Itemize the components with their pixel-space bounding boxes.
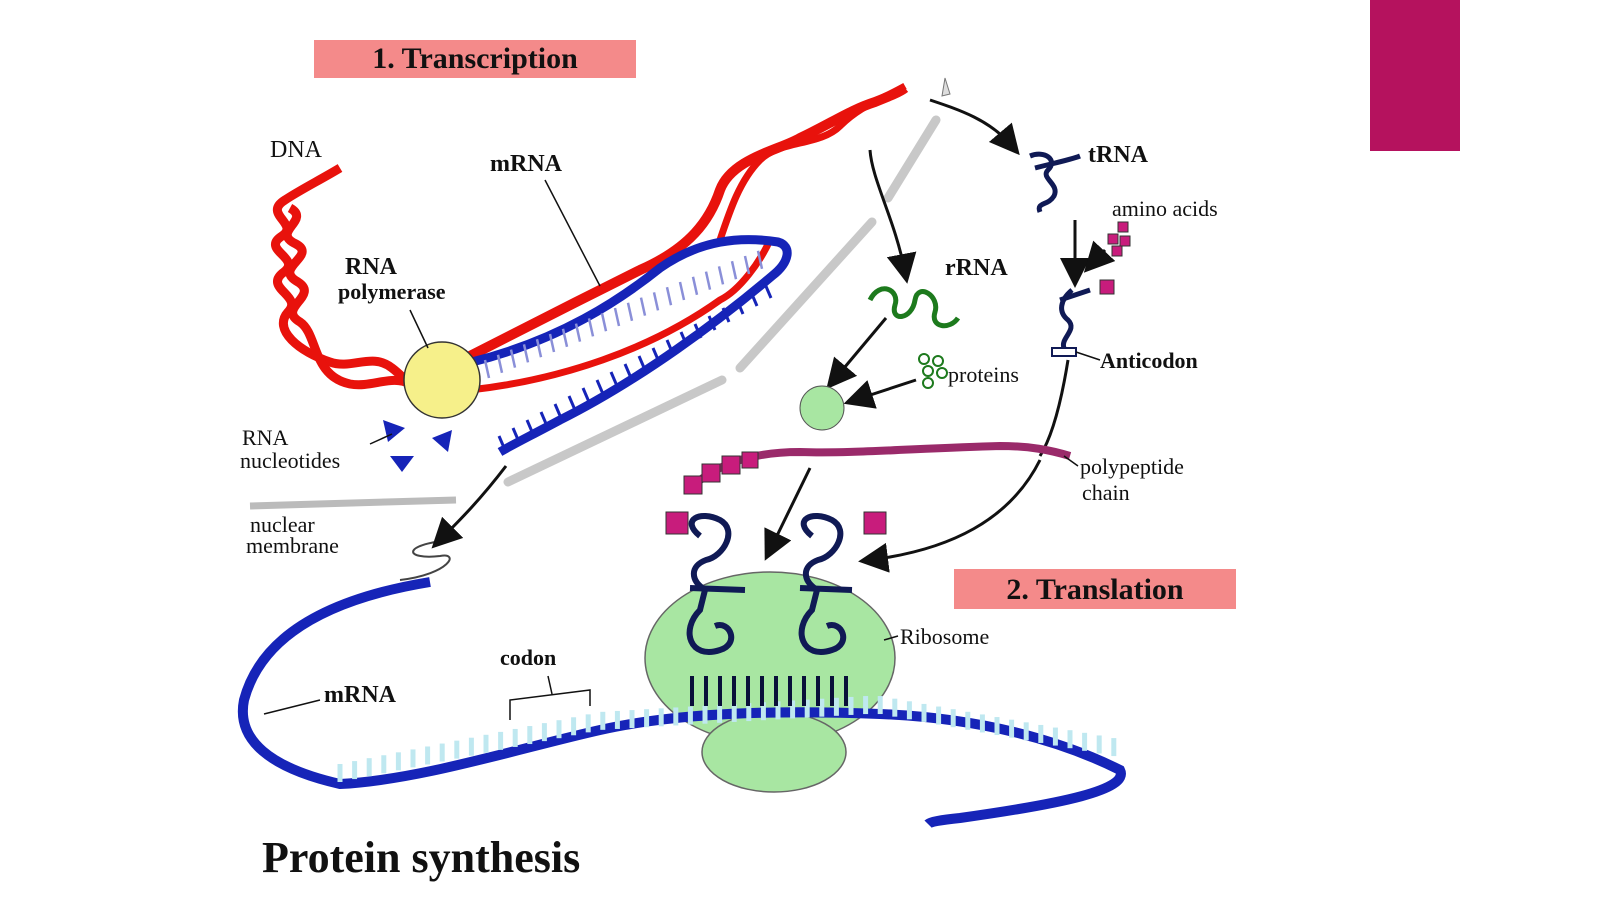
proteins-label: proteins bbox=[948, 362, 1019, 387]
base-tick bbox=[567, 395, 577, 411]
base-tick bbox=[509, 349, 517, 368]
mrna-bottom-pointer bbox=[263, 699, 321, 715]
base-tick bbox=[522, 344, 530, 363]
polypeptide-chain bbox=[683, 441, 1072, 495]
rna-nucleotides-label-1: RNA bbox=[242, 425, 289, 450]
codon-pointer bbox=[547, 675, 553, 695]
proteins-cluster bbox=[918, 353, 948, 389]
base-tick bbox=[735, 299, 745, 315]
base-tick bbox=[496, 354, 504, 374]
polypeptide-pointer bbox=[1063, 455, 1079, 467]
nucleotides-pointer bbox=[369, 433, 393, 445]
ribosome-bases bbox=[690, 676, 848, 706]
rrna-molecule bbox=[867, 286, 961, 329]
anticodon-pointer bbox=[1075, 351, 1101, 361]
mrna-top-label: mRNA bbox=[490, 151, 563, 177]
nuclear-membrane-label-2: membrane bbox=[246, 533, 339, 558]
base-tick bbox=[595, 379, 605, 395]
base-tick bbox=[730, 260, 738, 280]
base-tick bbox=[679, 331, 689, 347]
codon-label: codon bbox=[500, 645, 556, 670]
ribosome-trnas bbox=[686, 513, 853, 655]
amino-acids bbox=[1099, 221, 1131, 295]
base-tick bbox=[609, 371, 619, 387]
ribosome-subunit bbox=[799, 385, 845, 431]
base-tick bbox=[497, 435, 507, 451]
base-tick bbox=[535, 338, 543, 358]
mrna-transcript-bases bbox=[483, 250, 773, 451]
base-tick bbox=[511, 427, 521, 443]
base-tick bbox=[561, 328, 569, 348]
rna-polymerase-label-1: RNA bbox=[345, 254, 398, 280]
base-tick bbox=[525, 419, 535, 435]
base-tick bbox=[651, 347, 661, 363]
trna-anticodon bbox=[1051, 287, 1091, 357]
polypeptide-label-1: polypeptide bbox=[1080, 454, 1184, 479]
base-tick bbox=[652, 292, 660, 311]
amino-acids-label: amino acids bbox=[1112, 196, 1218, 221]
polypeptide-label-2: chain bbox=[1082, 480, 1130, 505]
mrna-transcript bbox=[470, 235, 792, 456]
mrna-bottom-label: mRNA bbox=[324, 682, 397, 708]
dna-helix bbox=[271, 82, 909, 394]
base-tick bbox=[678, 281, 686, 301]
rna-nucleotides bbox=[383, 420, 452, 472]
base-tick bbox=[613, 307, 621, 327]
nuclear-membrane bbox=[249, 77, 951, 581]
base-tick bbox=[539, 411, 549, 427]
nuclear-membrane-label-1: nuclear bbox=[250, 512, 315, 537]
base-tick bbox=[749, 291, 759, 307]
base-tick bbox=[483, 359, 491, 379]
ribosome-pointer bbox=[883, 635, 899, 641]
base-tick bbox=[743, 255, 751, 275]
base-tick bbox=[707, 315, 717, 331]
base-tick bbox=[717, 266, 725, 285]
ribosome-label: Ribosome bbox=[900, 624, 989, 649]
rna-nucleotides-label-2: nucleotides bbox=[240, 448, 340, 473]
dna-label: DNA bbox=[270, 137, 323, 163]
rrna-label: rRNA bbox=[945, 255, 1008, 281]
mrna-codon-bases bbox=[337, 696, 1117, 782]
base-tick bbox=[691, 276, 699, 296]
base-tick bbox=[721, 307, 731, 323]
base-tick bbox=[553, 403, 563, 419]
accent-block bbox=[1370, 0, 1460, 151]
base-tick bbox=[665, 286, 673, 306]
base-tick bbox=[623, 363, 633, 379]
transcription-label: 1. Transcription bbox=[372, 42, 578, 75]
anticodon-label: Anticodon bbox=[1100, 348, 1198, 373]
base-tick bbox=[581, 387, 591, 403]
codon-bracket bbox=[509, 689, 591, 720]
base-tick bbox=[587, 318, 595, 337]
transcription-banner bbox=[314, 40, 636, 78]
base-tick bbox=[574, 323, 582, 342]
rna-polymerase-label-2: polymerase bbox=[338, 279, 446, 304]
ribosome-amino-acids bbox=[665, 511, 887, 535]
mrna-cytoplasm bbox=[237, 577, 1126, 829]
ribosome bbox=[644, 571, 896, 793]
base-tick bbox=[763, 283, 773, 299]
page-title: Protein synthesis bbox=[262, 833, 580, 882]
mrna-top-pointer bbox=[544, 179, 601, 287]
trna-molecule bbox=[1029, 151, 1081, 213]
base-tick bbox=[665, 339, 675, 355]
base-tick bbox=[693, 323, 703, 339]
base-tick bbox=[756, 250, 764, 270]
translation-label: 2. Translation bbox=[1006, 573, 1184, 606]
base-tick bbox=[704, 271, 712, 290]
base-tick bbox=[548, 333, 556, 353]
polymerase-pointer bbox=[409, 309, 429, 349]
base-tick bbox=[639, 297, 647, 316]
translation-banner bbox=[954, 569, 1236, 609]
base-tick bbox=[637, 355, 647, 371]
rna-polymerase bbox=[403, 341, 481, 419]
trna-label: tRNA bbox=[1088, 142, 1149, 168]
base-tick bbox=[626, 302, 634, 322]
base-tick bbox=[600, 312, 608, 332]
